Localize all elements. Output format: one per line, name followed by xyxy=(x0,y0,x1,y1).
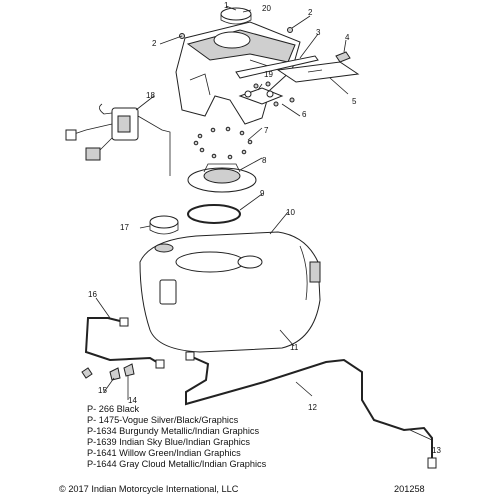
callout-10: 10 xyxy=(286,208,295,217)
vent-lines-part xyxy=(185,351,437,469)
callout-2-right: 2 xyxy=(308,8,313,17)
paint-code: P-1644 Gray Cloud Metallic/Indian Graphi… xyxy=(87,459,267,469)
callout-19: 19 xyxy=(264,70,273,79)
callout-7: 7 xyxy=(264,126,269,135)
filler-cap-part xyxy=(149,215,179,235)
paint-code: P-1641 Willow Green/Indian Graphics xyxy=(87,448,241,458)
callout-11: 11 xyxy=(290,343,299,352)
leader-lines xyxy=(95,5,433,441)
bracket-part xyxy=(238,81,295,107)
callout-6: 6 xyxy=(302,110,307,119)
callout-9: 9 xyxy=(260,189,265,198)
screw-part-right xyxy=(287,27,293,33)
plate-part xyxy=(276,61,360,83)
callout-labels: 1 2 2 3 4 5 6 7 8 9 10 11 12 13 14 15 16… xyxy=(88,1,441,455)
callout-16: 16 xyxy=(88,290,97,299)
callout-12: 12 xyxy=(308,403,317,412)
paint-code: P-1634 Burgundy Metallic/Indian Graphics xyxy=(87,426,260,436)
paint-code-list: P- 266 Black P- 1475-Vogue Silver/Black/… xyxy=(87,404,266,470)
callout-14: 14 xyxy=(128,396,137,405)
callout-1: 1 xyxy=(224,1,229,10)
callout-20: 20 xyxy=(262,4,271,13)
callout-2-left: 2 xyxy=(152,39,157,48)
fuel-line-part xyxy=(84,317,165,369)
callout-13: 13 xyxy=(432,446,441,455)
figure-id: 201258 xyxy=(394,484,425,494)
callout-15: 15 xyxy=(98,386,107,395)
paint-code: P- 1475-Vogue Silver/Black/Graphics xyxy=(87,415,239,425)
pump-flange-part xyxy=(187,163,257,193)
callout-4: 4 xyxy=(345,33,350,42)
callout-17: 17 xyxy=(120,223,129,232)
callout-18: 18 xyxy=(146,91,155,100)
gasket-part xyxy=(187,204,241,224)
screw-ring-part xyxy=(193,126,253,160)
callout-5: 5 xyxy=(352,97,357,106)
clip-part xyxy=(335,51,351,63)
fuel-pump-part xyxy=(65,103,171,176)
callout-8: 8 xyxy=(262,156,267,165)
paint-code: P- 266 Black xyxy=(87,404,140,414)
console-cap-part xyxy=(220,7,252,25)
callout-3: 3 xyxy=(316,28,321,37)
trim-strip-part xyxy=(235,55,319,79)
paint-code: P-1639 Indian Sky Blue/Indian Graphics xyxy=(87,437,250,447)
copyright-text: © 2017 Indian Motorcycle International, … xyxy=(59,484,239,494)
fittings-part xyxy=(81,363,135,381)
fuel-tank-part xyxy=(139,231,321,353)
